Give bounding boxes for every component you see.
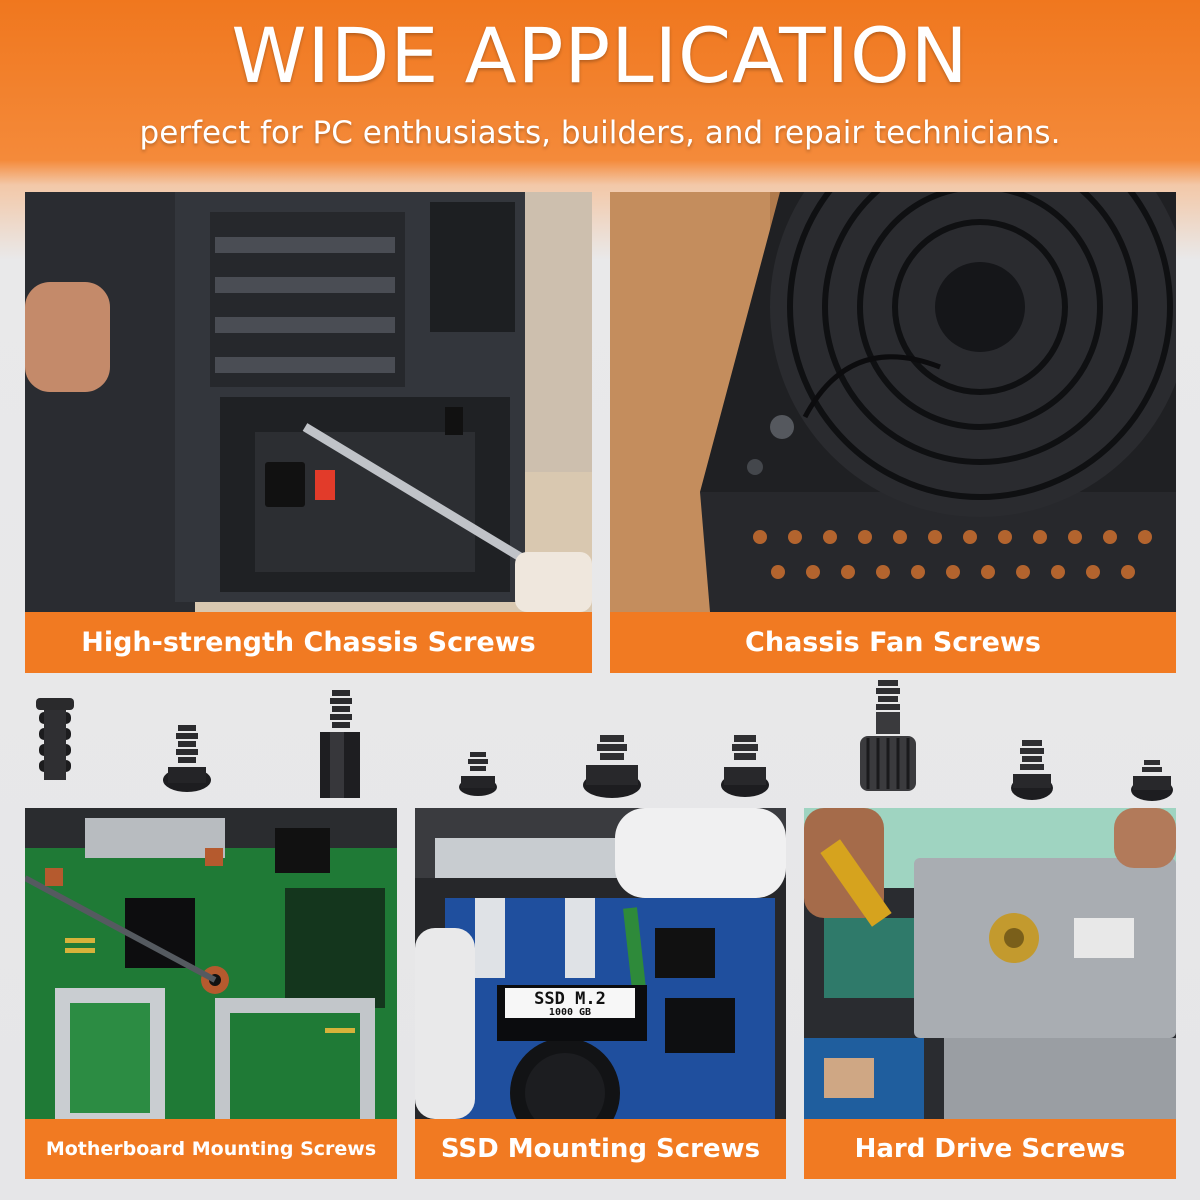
hard-drive-laptop-photo <box>804 808 1176 1119</box>
ssd-m2-laptop-photo <box>415 808 786 1119</box>
hdd-screw-icon <box>721 735 769 797</box>
small-screw-icon <box>1131 760 1173 801</box>
ssd-label-title: SSD M.2 <box>534 989 606 1009</box>
pc-case-rear-photo <box>25 192 592 612</box>
card-hard-drive-screws: Hard Drive Screws <box>804 808 1176 1179</box>
m2-screw-icon <box>459 752 497 796</box>
card-chassis-screws: High-strength Chassis Screws <box>25 192 592 673</box>
motherboard-photo <box>25 808 397 1119</box>
standoff-icon <box>320 690 360 798</box>
page-title: WIDE APPLICATION <box>231 11 969 100</box>
card-label: Chassis Fan Screws <box>610 612 1176 673</box>
screw-row <box>0 680 1200 805</box>
flat-head-screw-icon <box>1011 740 1053 800</box>
page-subtitle: perfect for PC enthusiasts, builders, an… <box>139 115 1061 151</box>
card-motherboard-screws: Motherboard Mounting Screws <box>25 808 397 1179</box>
thumb-screw-icon <box>860 680 916 791</box>
card-label: High-strength Chassis Screws <box>25 612 592 673</box>
card-label: SSD Mounting Screws <box>415 1119 786 1179</box>
fan-screw-icon <box>36 698 74 780</box>
ssd-screw-icon <box>583 735 641 798</box>
card-ssd-screws: SSD M.2 1000 GB SSD Mounting Screws <box>415 808 786 1179</box>
chassis-screw-icon <box>163 725 211 792</box>
ssd-label-capacity: 1000 GB <box>548 1007 592 1018</box>
power-supply-fan-photo <box>610 192 1176 612</box>
card-label: Hard Drive Screws <box>804 1119 1176 1179</box>
card-fan-screws: Chassis Fan Screws <box>610 192 1176 673</box>
card-label: Motherboard Mounting Screws <box>25 1119 397 1179</box>
